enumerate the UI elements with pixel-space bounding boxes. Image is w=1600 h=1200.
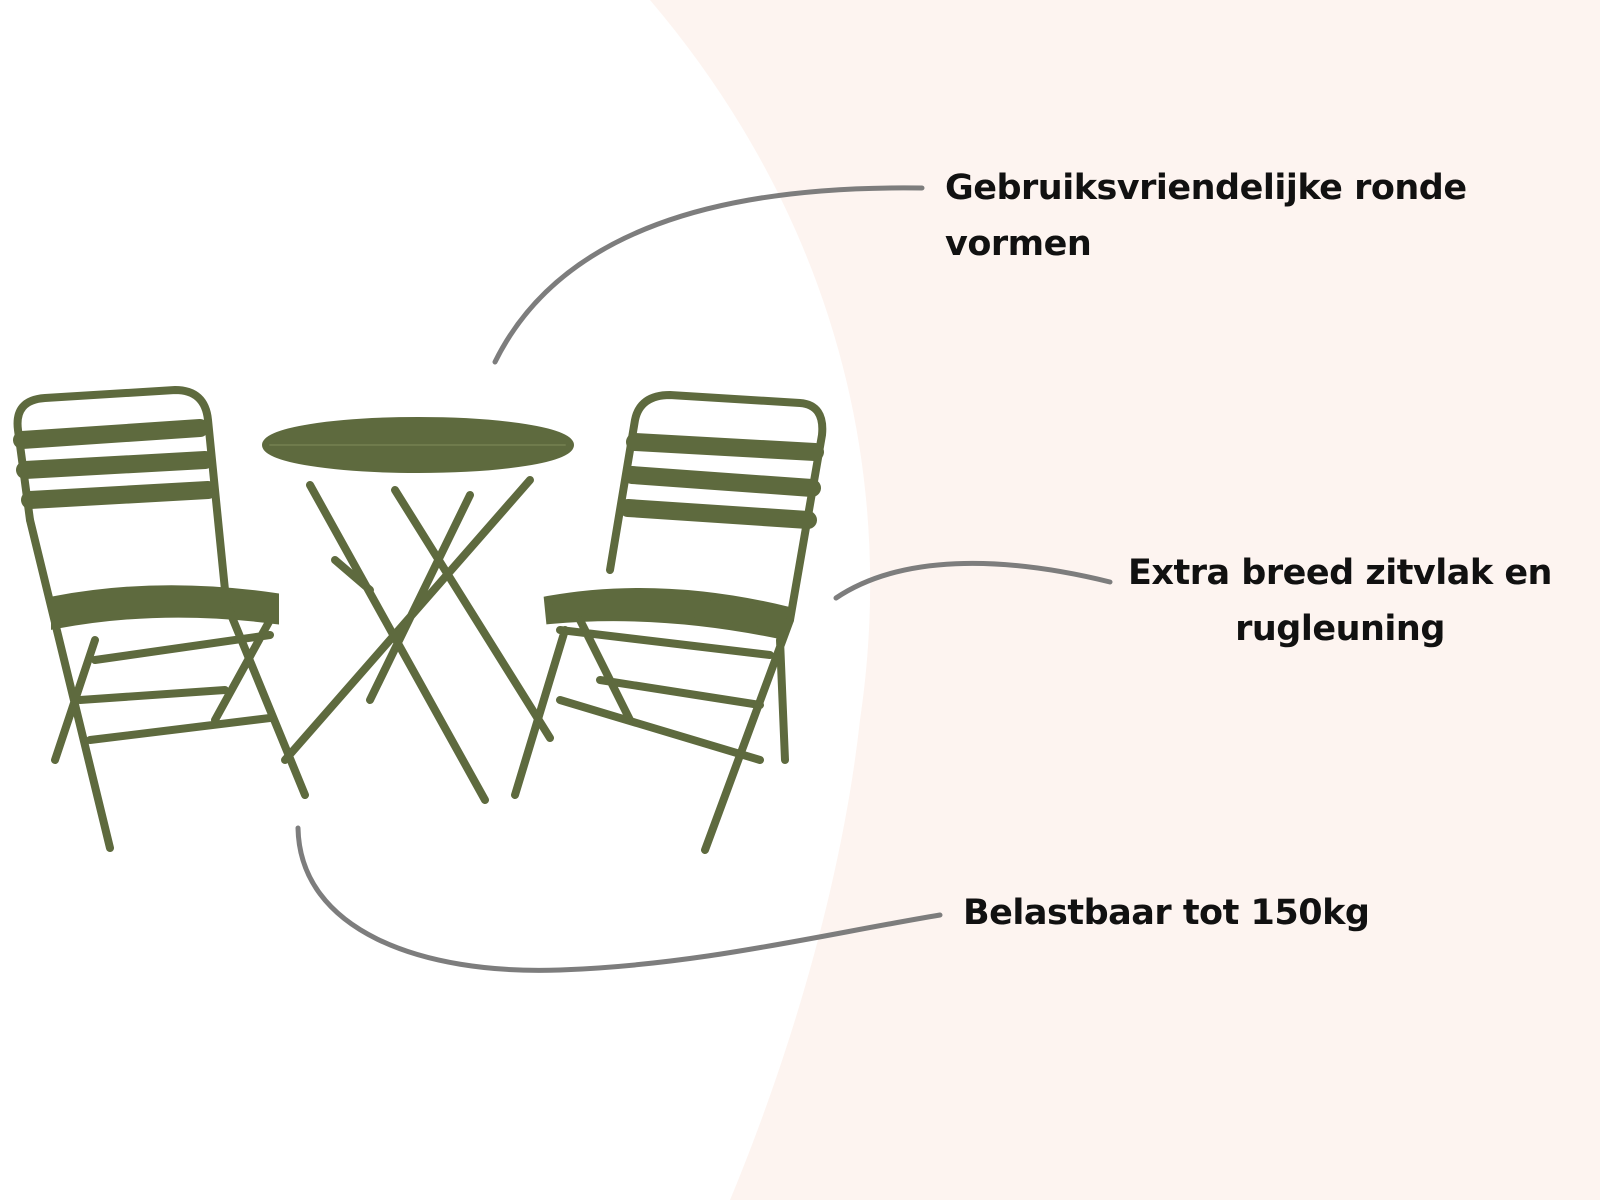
feature-label-load-capacity: Belastbaar tot 150kg — [963, 893, 1370, 933]
callout-line-3 — [295, 825, 943, 973]
bistro-set — [13, 385, 827, 854]
right-chair — [511, 390, 827, 854]
bistro-table — [262, 417, 574, 804]
left-chair — [13, 385, 309, 852]
white-background-shape — [0, 0, 871, 1200]
feature-label-round-shapes: Gebruiksvriendelijke ronde vormen — [945, 168, 1467, 264]
feature-label-wide-seat: Extra breed zitvlak en rugleuning — [1128, 553, 1552, 649]
callout-line-1 — [492, 185, 925, 365]
callout-line-2 — [833, 560, 1113, 601]
